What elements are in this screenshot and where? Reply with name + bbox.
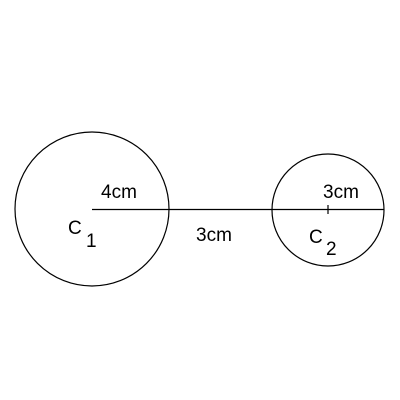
circle-name-c1: C (68, 218, 82, 239)
circle-name-c2: C (309, 227, 323, 248)
circle-subscript-c1: 1 (86, 231, 97, 252)
circle-subscript-c2: 2 (326, 239, 337, 260)
radius-label-c1: 4cm (101, 182, 137, 203)
gap-label: 3cm (196, 225, 232, 246)
radius-label-c2: 3cm (323, 182, 359, 203)
